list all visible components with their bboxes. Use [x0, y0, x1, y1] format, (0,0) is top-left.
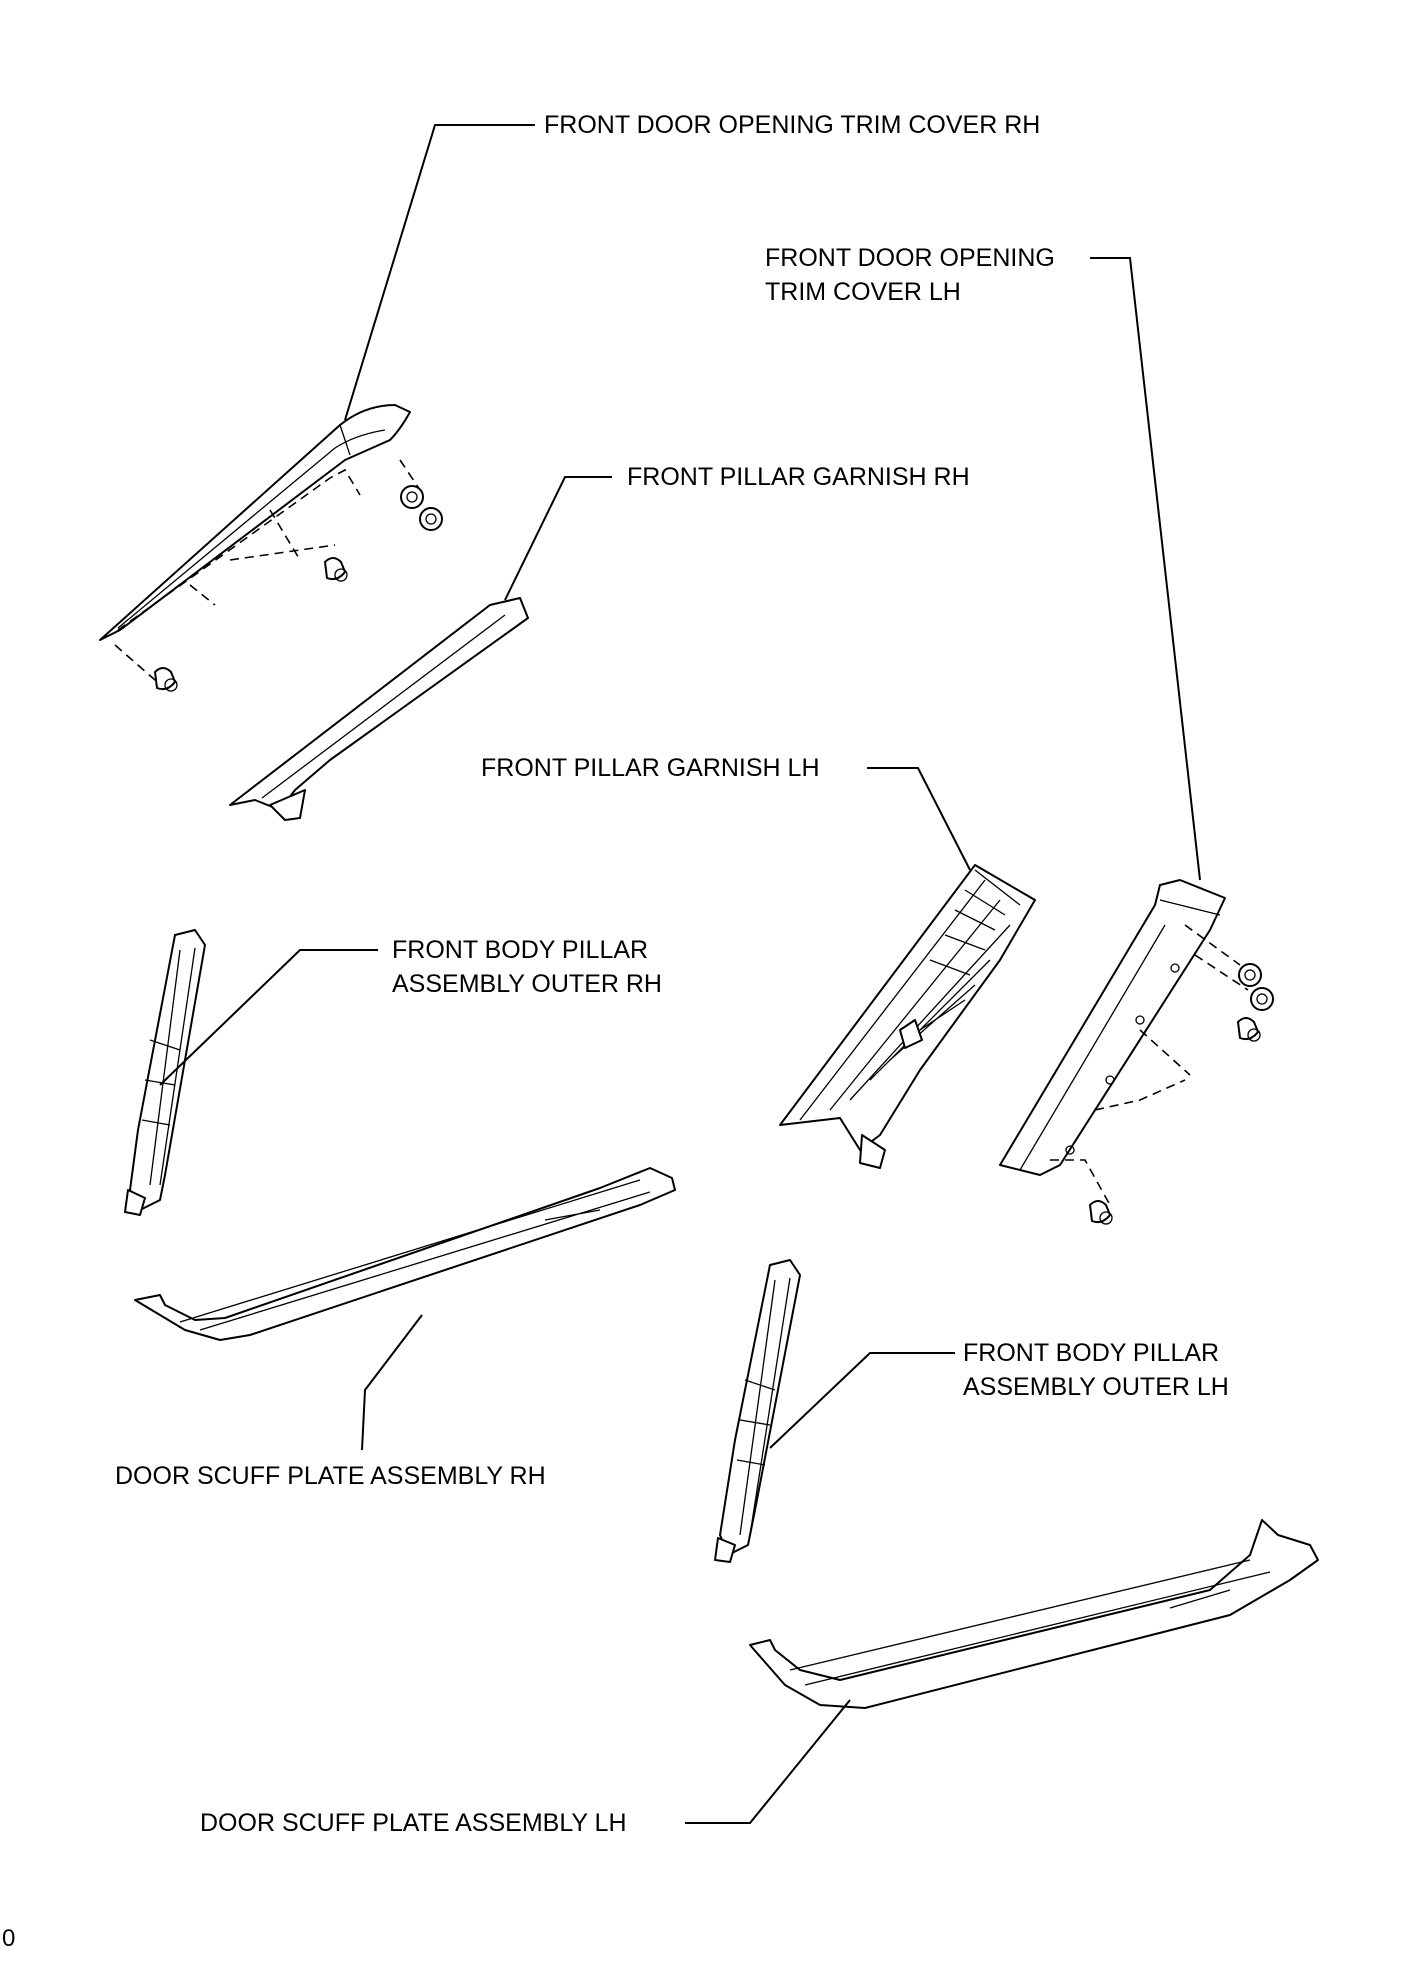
label-front-body-pillar-assembly-outer-lh: FRONT BODY PILLAR ASSEMBLY OUTER LH	[963, 1339, 1229, 1401]
trim-cover-lh-clip-lines	[1050, 924, 1249, 1206]
leader-scuff-plate-rh	[361, 1314, 423, 1451]
leader-trim-cover-lh	[1090, 257, 1201, 881]
leader-body-pillar-outer-lh	[769, 1352, 955, 1449]
front-body-pillar-assembly-outer-rh-part	[124, 929, 206, 1216]
leader-pillar-garnish-rh	[504, 476, 612, 601]
label-door-scuff-plate-assembly-lh: DOOR SCUFF PLATE ASSEMBLY LH	[200, 1809, 627, 1837]
trim-cover-rh-clips	[154, 485, 443, 692]
front-pillar-garnish-lh-part	[779, 864, 1036, 1169]
front-door-opening-trim-cover-rh-part	[99, 404, 411, 641]
label-front-pillar-garnish-lh: FRONT PILLAR GARNISH LH	[481, 754, 820, 782]
leader-trim-cover-rh	[344, 124, 535, 421]
front-pillar-garnish-rh-part	[229, 597, 529, 821]
label-front-body-pillar-assembly-outer-rh: FRONT BODY PILLAR ASSEMBLY OUTER RH	[392, 936, 662, 998]
label-door-scuff-plate-assembly-rh: DOOR SCUFF PLATE ASSEMBLY RH	[115, 1462, 546, 1490]
trim-cover-lh-clips	[1089, 963, 1274, 1225]
front-door-opening-trim-cover-lh-part	[999, 879, 1226, 1176]
door-scuff-plate-assembly-lh-part	[749, 1519, 1319, 1709]
footer-mark: 0	[2, 1925, 16, 1952]
label-front-door-opening-trim-cover-rh: FRONT DOOR OPENING TRIM COVER RH	[544, 111, 1041, 139]
label-front-door-opening-trim-cover-lh: FRONT DOOR OPENING TRIM COVER LH	[765, 244, 1055, 306]
door-scuff-plate-assembly-rh-part	[134, 1167, 676, 1341]
leader-body-pillar-outer-rh	[159, 949, 378, 1086]
leader-scuff-plate-lh	[685, 1699, 851, 1824]
label-front-pillar-garnish-rh: FRONT PILLAR GARNISH RH	[627, 463, 970, 491]
front-body-pillar-assembly-outer-lh-part	[714, 1259, 801, 1563]
leader-pillar-garnish-lh	[867, 767, 971, 871]
